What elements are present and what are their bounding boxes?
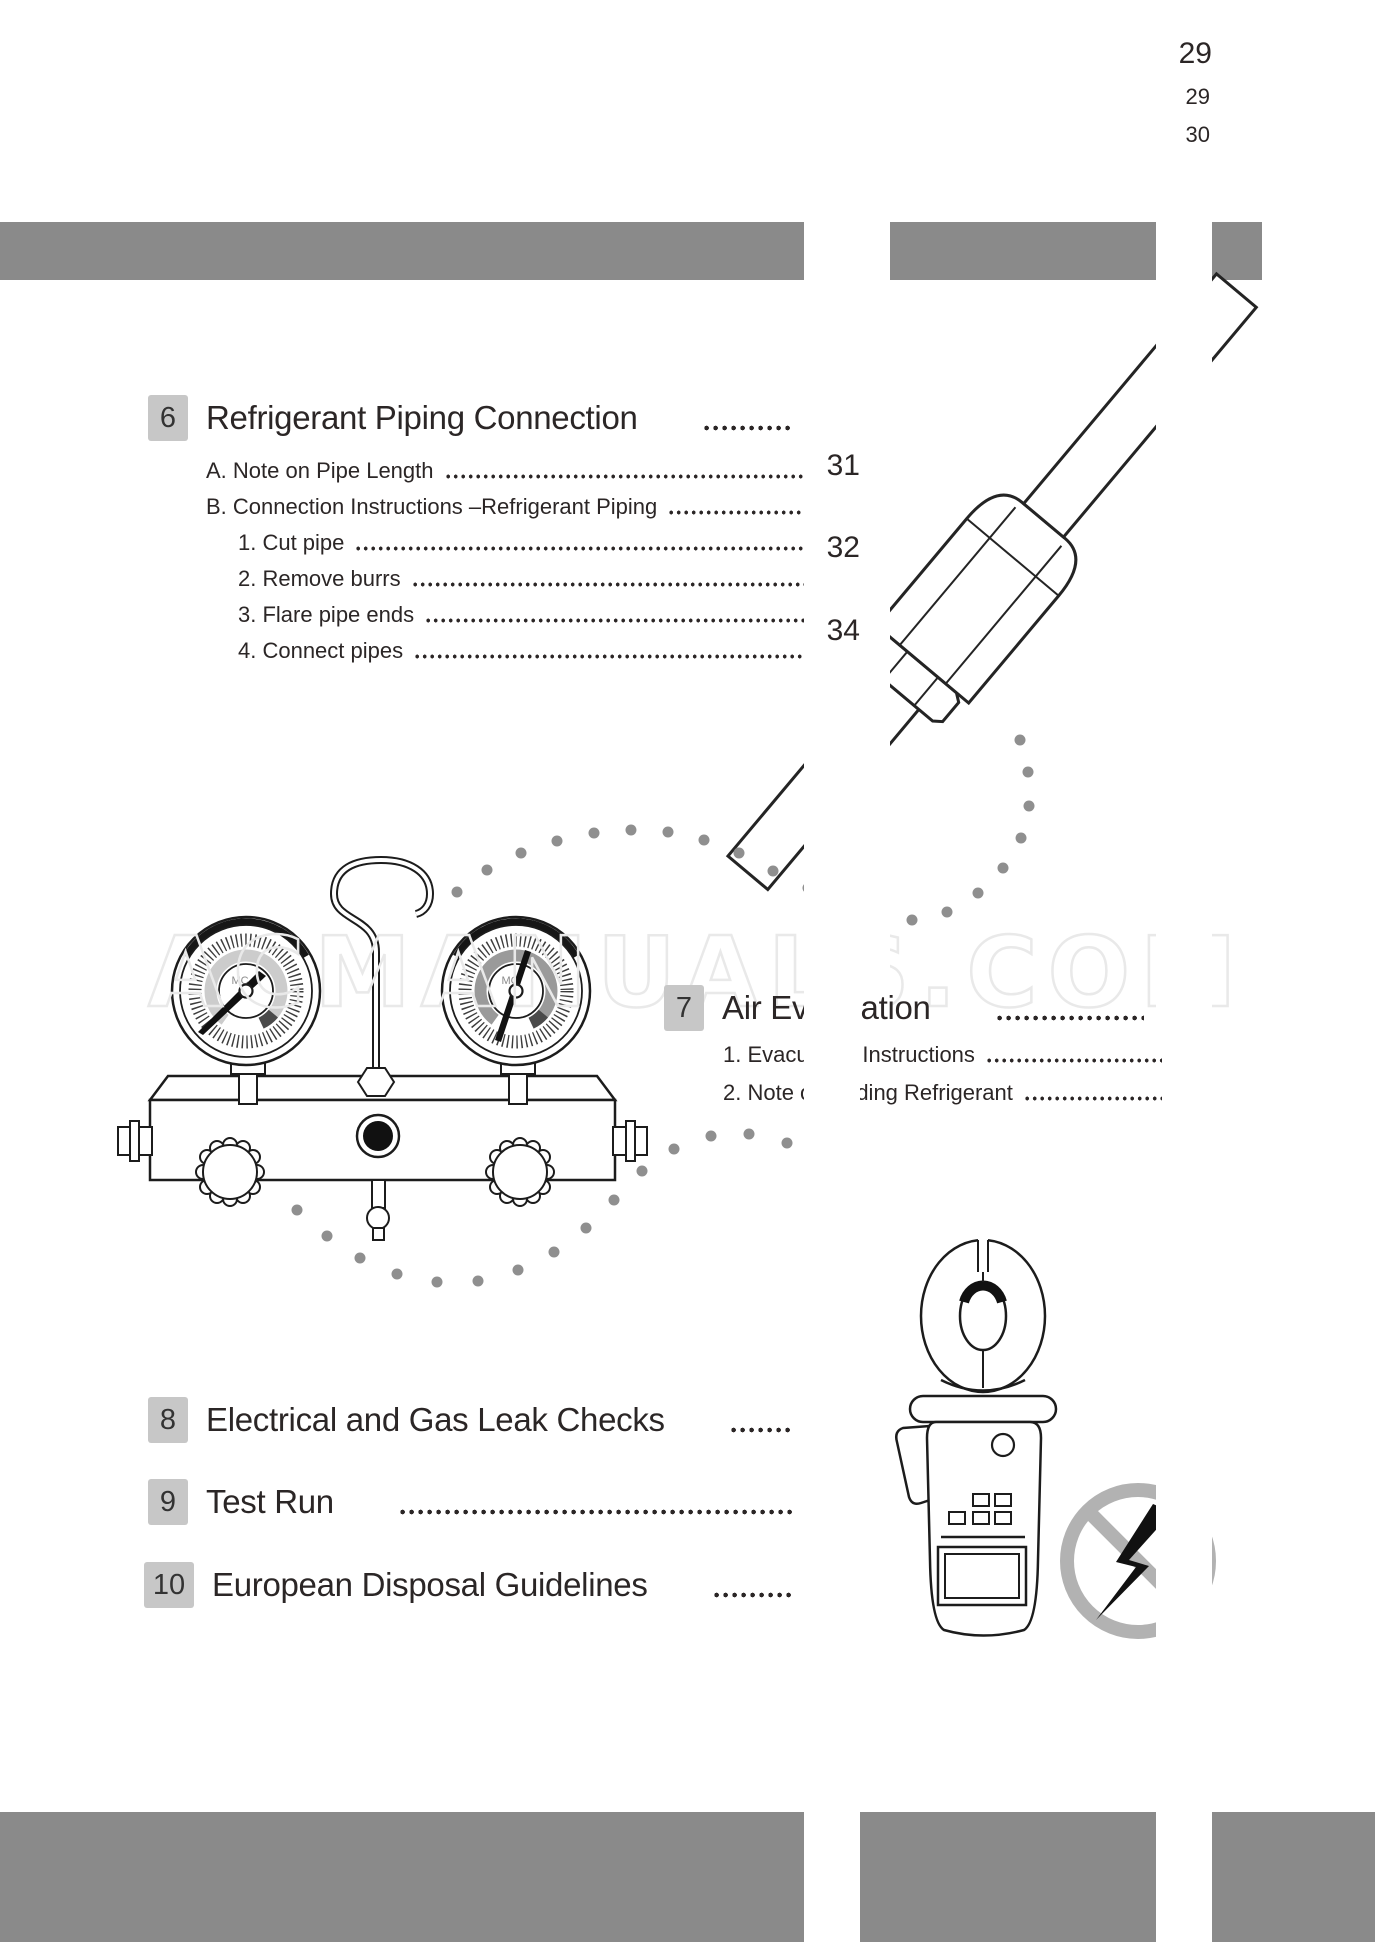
right-pressure-gauge: MC <box>440 915 592 1067</box>
dot-leader <box>713 1592 792 1598</box>
dot-leader <box>996 1015 1144 1021</box>
section-number-badge: 6 <box>148 395 188 441</box>
toc-item-label: B. Connection Instructions –Refrigerant … <box>206 494 658 519</box>
dot-leader <box>986 1058 1162 1063</box>
toc-item: A. Note on Pipe Length 25 <box>206 0 858 1442</box>
section-page-number: 34 <box>804 614 860 1942</box>
dots-trail-lower <box>291 1128 857 1288</box>
dot-leader <box>399 1509 792 1515</box>
section-number-badge: 8 <box>148 1397 188 1443</box>
toc-section-6: 6 Refrigerant Piping Connection 25 <box>148 0 860 1389</box>
toc-item: 2. Note on Adding Refrigerant 30 <box>723 122 1210 1942</box>
dot-leader <box>426 618 842 623</box>
manifold-gauge-illustration: MC MC <box>117 855 648 1241</box>
toc-item-label: 4. Connect pipes <box>238 638 404 663</box>
dots-trail-upper <box>451 734 1035 926</box>
toc-item: 1. Evacuation Instructions 29 <box>723 84 1210 1942</box>
dot-leader <box>669 510 810 515</box>
toc-item: 2. Remove burrs 26 <box>206 0 890 1550</box>
toc-item: 4. Connect pipes 27 <box>206 0 890 1622</box>
section-number-badge: 9 <box>148 1479 188 1525</box>
left-pressure-gauge: MC <box>170 915 322 1067</box>
dot-leader <box>412 582 842 587</box>
section-number-badge: 10 <box>144 1562 194 1608</box>
toc-item-label: 2. Remove burrs <box>238 566 401 591</box>
toc-section-8: 8 Electrical and Gas Leak Checks 31 <box>148 449 860 1942</box>
bottom-divider-bar <box>0 1812 1375 1942</box>
toc-item: 3. Flare pipe ends 26 <box>206 0 890 1586</box>
toc-section-7: 7 Air Evacuation 29 <box>664 37 1212 1942</box>
section-title: Refrigerant Piping Connection <box>206 399 638 436</box>
lightning-bolt-icon <box>1096 1504 1172 1620</box>
toc-item-label: 1. Cut pipe <box>238 530 345 555</box>
dot-leader <box>415 654 842 659</box>
dot-leader <box>356 546 842 551</box>
toc-item: 1. Cut pipe 25 <box>206 0 890 1514</box>
toc-item-page: 30 <box>1172 122 1210 1942</box>
toc-item-label: 2. Note on Adding Refrigerant <box>723 1080 1013 1105</box>
dot-leader <box>445 474 810 479</box>
toc-section-9: 9 Test Run 32 <box>148 531 860 1942</box>
toc-section-10: 10 European Disposal Guidelines 34 <box>144 614 860 1942</box>
section-title: Test Run <box>206 1483 334 1520</box>
section-title: European Disposal Guidelines <box>212 1566 648 1603</box>
dot-leader <box>730 1427 792 1433</box>
toc-item-label: 3. Flare pipe ends <box>238 602 415 627</box>
section-title: Electrical and Gas Leak Checks <box>206 1401 665 1438</box>
toc-item: B. Connection Instructions –Refrigerant … <box>206 0 858 1478</box>
dot-leader <box>703 425 792 431</box>
clamp-meter-illustration <box>895 1237 1058 1637</box>
top-divider-bar <box>0 222 1262 280</box>
toc-item-label: A. Note on Pipe Length <box>206 458 434 483</box>
dot-leader <box>1024 1096 1162 1101</box>
section-number-badge: 7 <box>664 985 704 1031</box>
